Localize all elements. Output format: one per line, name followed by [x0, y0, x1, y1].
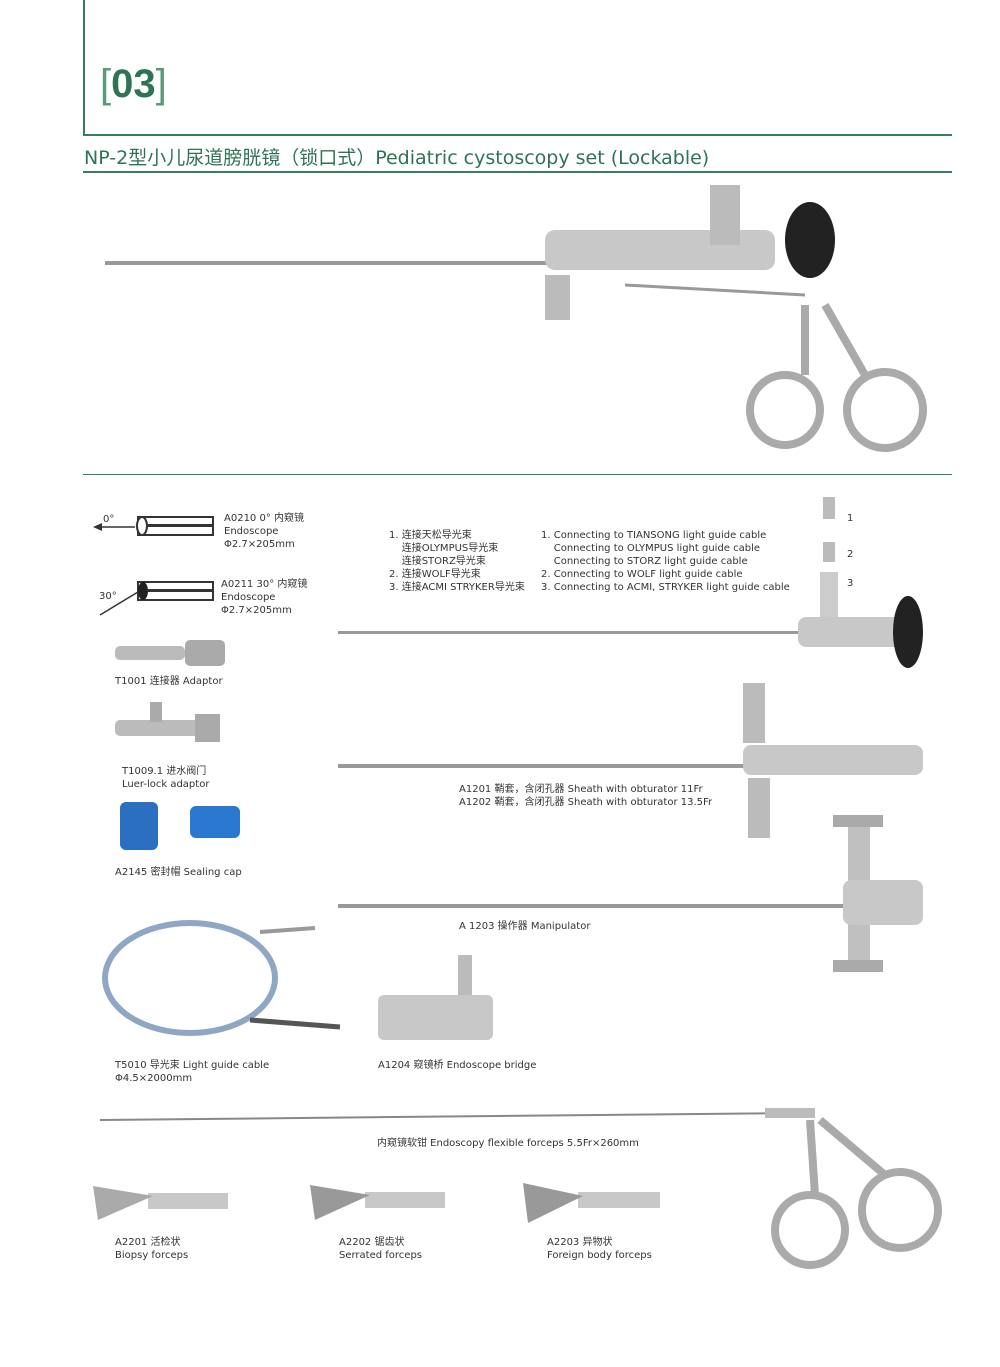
title-rule	[83, 171, 952, 173]
a2145-caption: A2145 密封帽 Sealing cap	[115, 867, 242, 878]
header-rule	[83, 134, 952, 136]
endoscope-image	[338, 497, 923, 668]
angle-label: 0°	[103, 514, 115, 525]
biopsy-forceps-image	[93, 1186, 228, 1220]
page-number: [03]	[100, 62, 167, 106]
sheath-shaft	[105, 261, 625, 265]
serrated-forceps-image	[310, 1185, 445, 1220]
manipulator-image	[338, 815, 923, 972]
cystoscope-set-image	[105, 185, 927, 452]
adapter-number: 2	[847, 549, 854, 560]
luer-lock-image	[115, 702, 220, 742]
endoscope-0-diagram	[93, 516, 214, 536]
sealing-cap-image	[120, 802, 240, 850]
forceps-caption: 内窥镜软钳 Endoscopy flexible forceps 5.5Fr×2…	[377, 1138, 639, 1149]
sheath-image	[338, 683, 923, 838]
header-vertical-rule	[83, 0, 85, 136]
sheath-caption: A1201 鞘套，含闭孔器 Sheath with obturator 11Fr…	[459, 784, 713, 808]
adapter-number: 3	[847, 578, 854, 589]
angle-label: 30°	[99, 591, 117, 602]
section-rule	[83, 474, 952, 475]
page-title: NP-2型小儿尿道膀胱镜（锁口式）Pediatric cystoscopy se…	[84, 147, 710, 169]
flexible-forceps-image	[99, 1108, 942, 1269]
connectors-en: 1. Connecting to TIANSONG light guide ca…	[541, 530, 790, 593]
manipulator-caption: A 1203 操作器 Manipulator	[459, 921, 591, 932]
foreign-body-forceps-image	[523, 1183, 660, 1223]
t1001-caption: T1001 连接器 Adaptor	[115, 676, 223, 687]
bridge-caption: A1204 窥镜桥 Endoscope bridge	[378, 1060, 537, 1071]
endoscope-30-diagram	[99, 581, 214, 616]
endoscope-bridge-image	[378, 955, 493, 1040]
light-cable-image	[102, 920, 341, 1036]
adaptor-image	[115, 640, 225, 666]
adapter-number: 1	[847, 513, 854, 524]
